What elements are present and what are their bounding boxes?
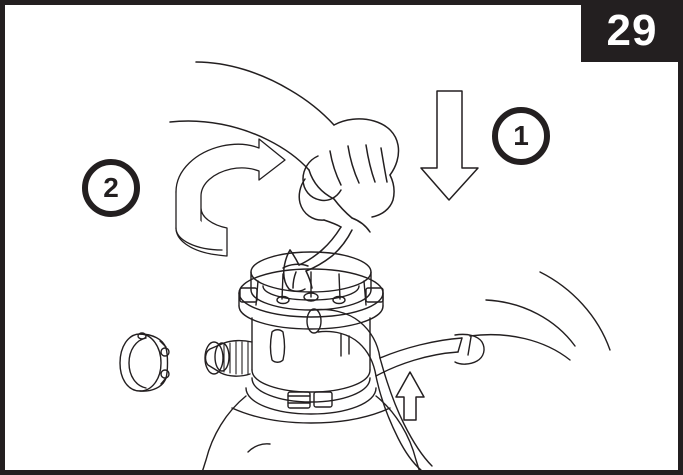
clamp-ring	[245, 377, 377, 415]
down-arrow	[420, 90, 479, 201]
threaded-port	[204, 339, 253, 377]
valve-handle	[282, 226, 353, 292]
hose	[306, 308, 485, 471]
valve-flange-collar	[238, 268, 384, 330]
callout-2-label: 2	[103, 172, 119, 203]
hose-flow-arrow	[395, 371, 425, 421]
rotate-arrow	[175, 138, 286, 257]
callout-2: 2	[82, 159, 140, 217]
callout-1: 1	[492, 107, 550, 165]
tank-shoulder	[469, 271, 611, 361]
filter-tank	[201, 395, 421, 473]
threaded-cap	[119, 332, 170, 392]
callout-1-label: 1	[513, 120, 529, 151]
valve-body	[251, 317, 371, 393]
step-number-badge: 29	[581, 0, 683, 62]
hand-gripping-handle	[169, 61, 400, 233]
step-number: 29	[606, 6, 658, 55]
